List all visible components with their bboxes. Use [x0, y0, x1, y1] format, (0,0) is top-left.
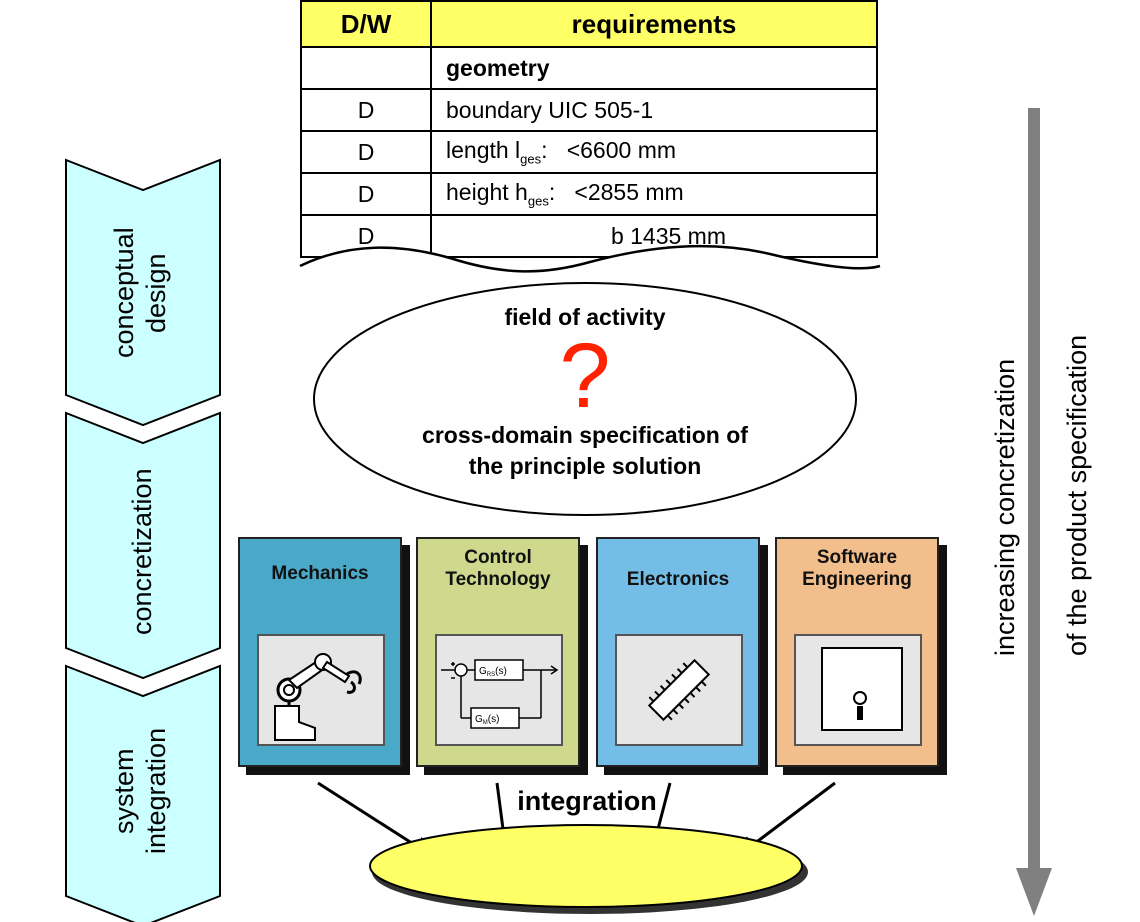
robot-arm-icon [257, 634, 385, 746]
control-block-top-label: GRS(s) [479, 666, 507, 678]
axis-label-line1: increasing concretization [990, 358, 1020, 656]
phase-conceptual-design [65, 158, 221, 427]
table-row: D height hges: <2855 mm [300, 172, 878, 216]
dw-header: D/W [300, 0, 432, 48]
dw-cell: D [300, 172, 432, 216]
requirement-cell: boundary UIC 505-1 [430, 88, 878, 132]
domain-title: Electronics [626, 569, 730, 590]
integration-label: integration [517, 786, 657, 816]
geometry-subheader: geometry [430, 46, 878, 90]
dw-cell-empty [300, 46, 432, 90]
phase-concretization [65, 411, 221, 680]
window-info-icon [794, 634, 922, 746]
field-of-activity-ellipse [313, 282, 857, 516]
axis-label-line2: of the product specification [1062, 334, 1092, 656]
requirements-table: D/W requirements geometry D boundary UIC… [300, 0, 878, 272]
domain-title: Mechanics [271, 563, 369, 584]
domain-mechanics: Mechanics [238, 537, 402, 767]
table-row: D length lges: <6600 mm [300, 130, 878, 174]
table-row: D boundary UIC 505-1 [300, 88, 878, 132]
dw-cell: D [300, 130, 432, 174]
concretization-arrow-head [1016, 868, 1052, 916]
phase-label-concretization: concretization [127, 468, 157, 636]
requirement-cell: length lges: <6600 mm [430, 130, 878, 174]
integration-ellipse [369, 824, 803, 908]
requirements-header: requirements [430, 0, 878, 48]
dw-cell: D [300, 88, 432, 132]
question-mark-icon: ? [559, 325, 611, 427]
chip-icon [615, 634, 743, 746]
phase-system-integration [65, 664, 221, 922]
torn-edge [290, 244, 890, 282]
requirement-cell: height hges: <2855 mm [430, 172, 878, 216]
concretization-arrow-shaft [1028, 108, 1040, 878]
domain-electronics: Electronics [596, 537, 760, 767]
block-diagram-icon: GRS(s) GM(s) [435, 634, 563, 746]
field-of-activity-label: field of activity [504, 304, 666, 330]
control-block-bottom-label: GM(s) [475, 714, 499, 726]
